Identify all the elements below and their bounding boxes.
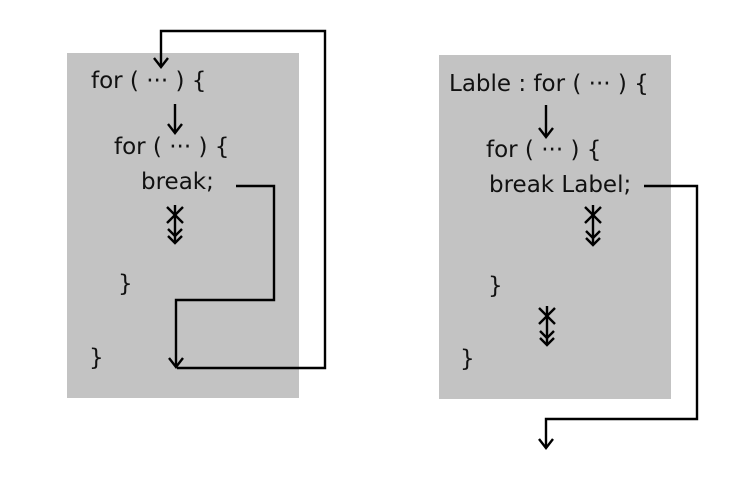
right-break-label-statement: break Label; (489, 172, 632, 198)
right-outer-close-brace: } (460, 346, 475, 372)
right-labeled-outer-for: Lable : for ( ··· ) { (449, 71, 649, 97)
left-inner-for: for ( ··· ) { (114, 134, 230, 160)
left-outer-for: for ( ··· ) { (91, 68, 207, 94)
left-outer-close-brace: } (89, 345, 104, 371)
right-inner-for: for ( ··· ) { (486, 137, 602, 163)
left-break-statement: break; (141, 169, 214, 195)
left-inner-close-brace: } (118, 271, 133, 297)
right-inner-close-brace: } (488, 273, 503, 299)
